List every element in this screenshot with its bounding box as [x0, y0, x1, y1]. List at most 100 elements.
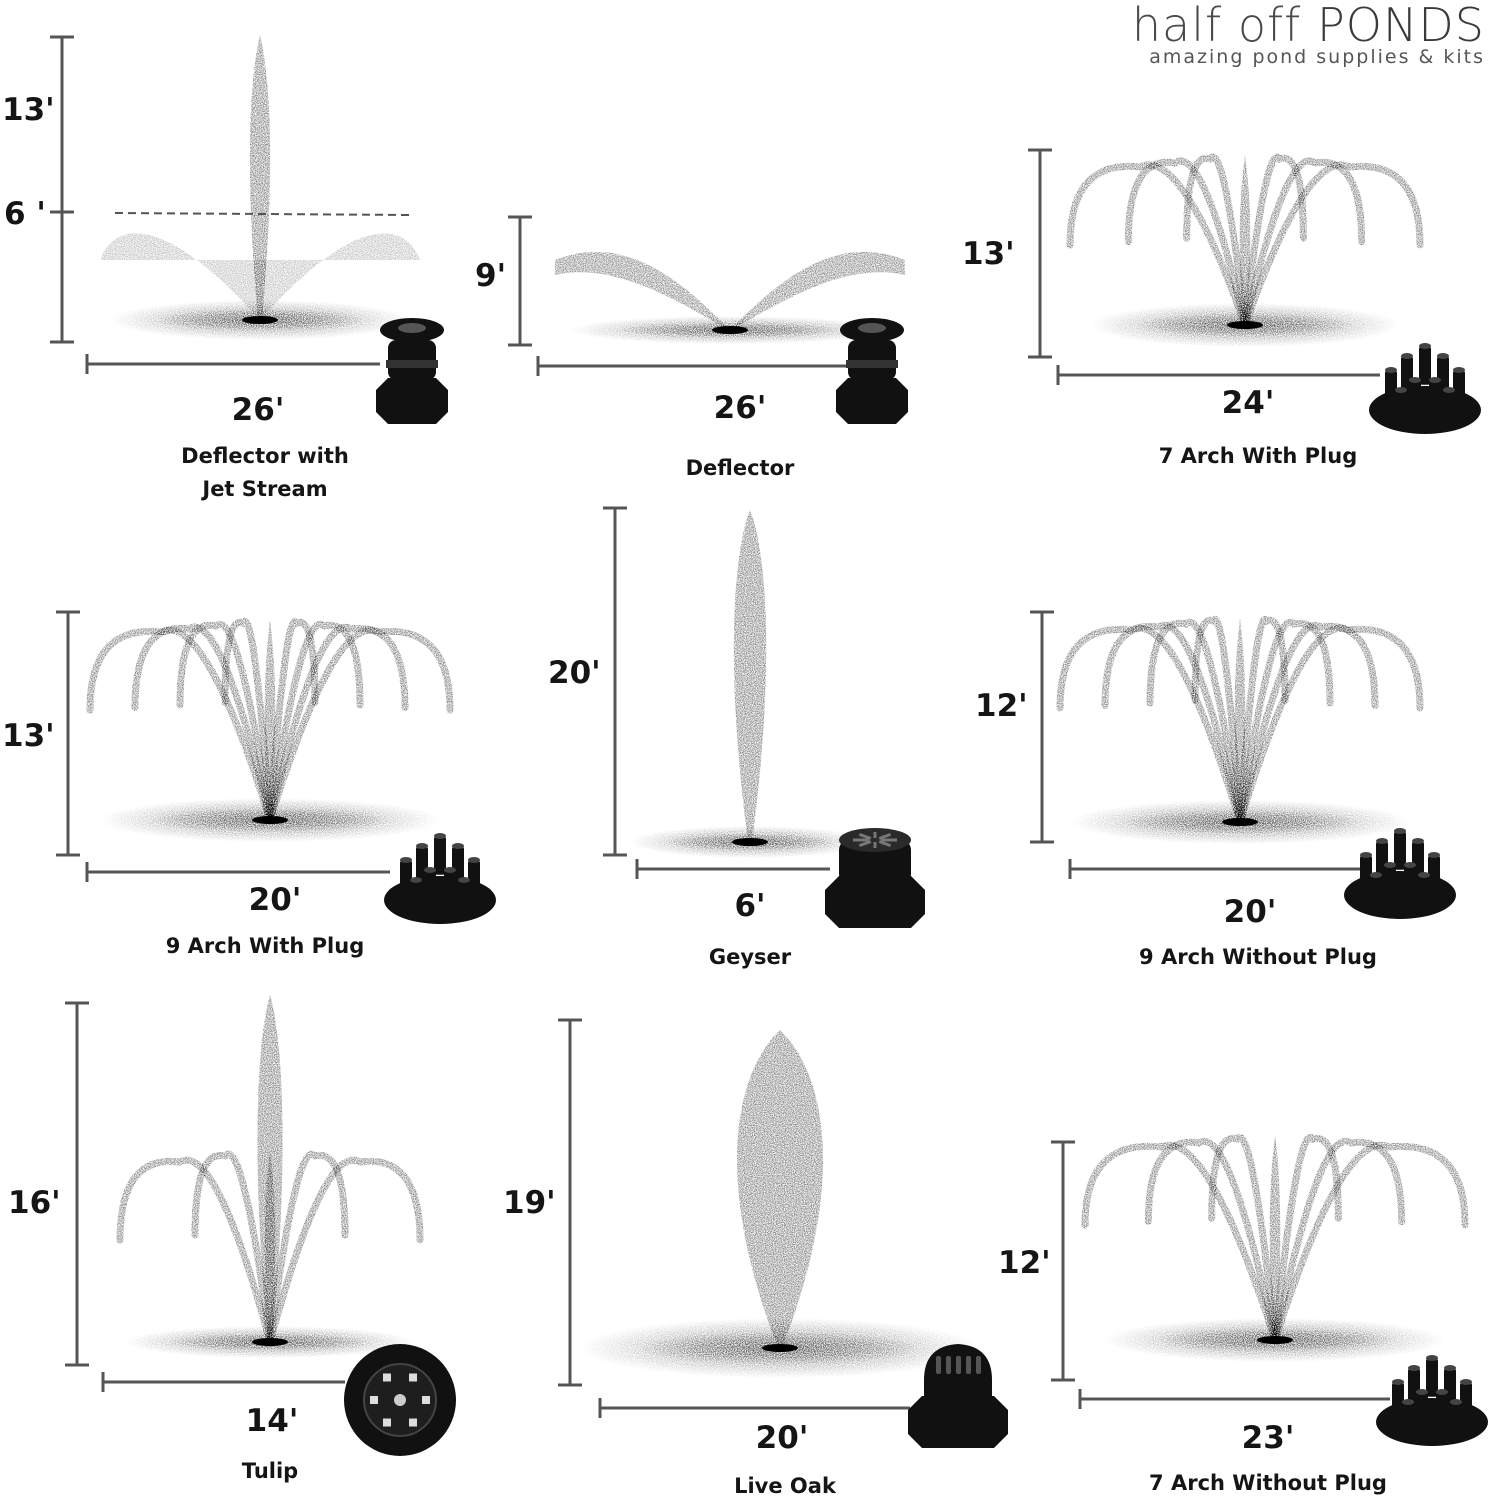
nozzle-name-geyser: Geyser — [709, 941, 791, 974]
mid-height-label: 6 ' — [4, 196, 46, 232]
spray-arch — [1236, 618, 1334, 826]
nozzle-name-tulip: Tulip — [242, 1455, 298, 1488]
measure-lines-6 — [65, 1001, 345, 1392]
height-label: 20' — [548, 655, 601, 691]
logo-light-text: half off — [1131, 0, 1302, 52]
spray-arch — [1124, 157, 1249, 329]
tulip-nozzle-icon — [344, 1344, 456, 1456]
spray-tulip-center — [257, 995, 283, 1342]
width-label: 26' — [713, 390, 767, 426]
spray-arch — [1236, 615, 1289, 826]
nozzle-name-line: Live Oak — [734, 1474, 836, 1498]
multi-jet-nozzle-icon — [1369, 343, 1481, 434]
height-label: 13' — [2, 92, 55, 128]
nozzle-name-line: Tulip — [241, 1459, 299, 1483]
nozzle-name-line: Geyser — [708, 945, 792, 969]
spray-live-oak — [737, 1030, 823, 1348]
height-label: 13' — [2, 718, 55, 754]
nozzle-name-7-arch-noplug: 7 Arch Without Plug — [1149, 1467, 1387, 1500]
nozzle-name-9-arch-plug: 9 Arch With Plug — [166, 930, 364, 963]
spray-arch — [1241, 157, 1366, 329]
spray-arch — [1241, 161, 1424, 329]
spray-umbrella — [555, 251, 905, 330]
measure-lines-1 — [508, 215, 850, 376]
spray-arch — [221, 617, 274, 824]
fountain-geyser — [630, 510, 870, 858]
width-label: 6' — [734, 888, 766, 924]
measure-lines-7 — [558, 1018, 910, 1418]
width-label: 20' — [248, 882, 302, 918]
width-label: 14' — [245, 1403, 299, 1439]
height-label: 19' — [503, 1185, 556, 1221]
width-label: 20' — [755, 1420, 809, 1456]
spray-arch — [1183, 153, 1249, 329]
brand-logo: half off PONDS amazing pond supplies & k… — [1132, 0, 1485, 68]
spray-arch — [1191, 615, 1244, 826]
height-label: 12' — [998, 1245, 1051, 1281]
spray-arch — [266, 623, 409, 824]
width-label: 20' — [1223, 894, 1277, 930]
spray-arch — [131, 623, 274, 824]
nozzle-name-line: 7 Arch With Plug — [1158, 444, 1358, 468]
width-label: 24' — [1221, 385, 1275, 421]
width-label: 23' — [1241, 1420, 1295, 1456]
width-label: 26' — [231, 392, 285, 428]
spray-arch — [1236, 621, 1379, 826]
spray-arch — [266, 617, 319, 824]
nozzle-name-line: Deflector — [685, 456, 795, 480]
nozzle-name-live-oak: Live Oak — [734, 1470, 836, 1503]
nozzle-name-line: 7 Arch Without Plug — [1149, 1471, 1387, 1495]
measure-lines-4 — [603, 506, 830, 879]
measure-lines-2 — [1028, 148, 1380, 385]
spray-arch — [1146, 618, 1244, 826]
multi-jet-nozzle-icon — [1344, 828, 1456, 919]
fountain-9-arch-plug — [86, 617, 454, 842]
logo-strong-text: PONDS — [1317, 0, 1485, 52]
spray-arch — [1271, 1141, 1469, 1344]
spray-arch — [266, 620, 364, 824]
height-label: 13' — [962, 236, 1015, 272]
deflector-nozzle-icon — [836, 318, 908, 424]
fountain-9-arch-noplug — [1056, 615, 1424, 844]
nozzle-name-7-arch-plug: 7 Arch With Plug — [1159, 440, 1357, 473]
deflector-nozzle-icon — [376, 318, 448, 424]
spray-arch — [1271, 1133, 1342, 1344]
fountain-deflector-jet — [100, 35, 420, 340]
spray-arch — [1236, 624, 1424, 826]
spray-arch — [1144, 1137, 1279, 1344]
spray-arch — [1208, 1133, 1279, 1344]
measure-lines-5 — [1030, 610, 1360, 879]
measure-lines-3 — [56, 610, 390, 882]
height-label: 9' — [475, 258, 507, 294]
height-label: 16' — [8, 1185, 61, 1221]
spray-geyser — [733, 510, 767, 842]
mid-height-dashed-line — [114, 212, 411, 216]
logo-wordmark: half off PONDS — [1132, 0, 1485, 50]
spray-arch — [116, 1156, 274, 1346]
height-label: 12' — [975, 688, 1028, 724]
nozzle-name-line: 9 Arch Without Plug — [1139, 945, 1377, 969]
fountain-7-arch-plug — [1066, 153, 1424, 347]
multi-jet-nozzle-icon — [384, 833, 496, 924]
nozzle-name-line: Jet Stream — [202, 477, 328, 501]
nozzle-name-deflector: Deflector — [686, 452, 795, 485]
nozzle-name-line: Deflector with — [181, 444, 349, 468]
logo-tagline: amazing pond supplies & kits — [1149, 46, 1485, 68]
fountain-deflector — [555, 251, 905, 344]
nozzle-name-9-arch-noplug: 9 Arch Without Plug — [1139, 941, 1377, 974]
geyser-nozzle-icon — [825, 828, 925, 928]
fountain-7-arch-noplug — [1081, 1133, 1469, 1362]
fountain-tulip — [116, 995, 424, 1358]
spray-arch — [266, 626, 454, 824]
measure-lines-8 — [1051, 1140, 1390, 1409]
spray-arch — [176, 620, 274, 824]
measure-lines-0 — [50, 35, 380, 374]
nozzle-name-line: 9 Arch With Plug — [165, 934, 365, 958]
spray-arch — [1101, 621, 1244, 826]
live-oak-nozzle-icon — [908, 1344, 1008, 1448]
spray-arch — [266, 1150, 349, 1346]
spray-jet-stream — [249, 35, 271, 320]
spray-arch — [1081, 1141, 1279, 1344]
